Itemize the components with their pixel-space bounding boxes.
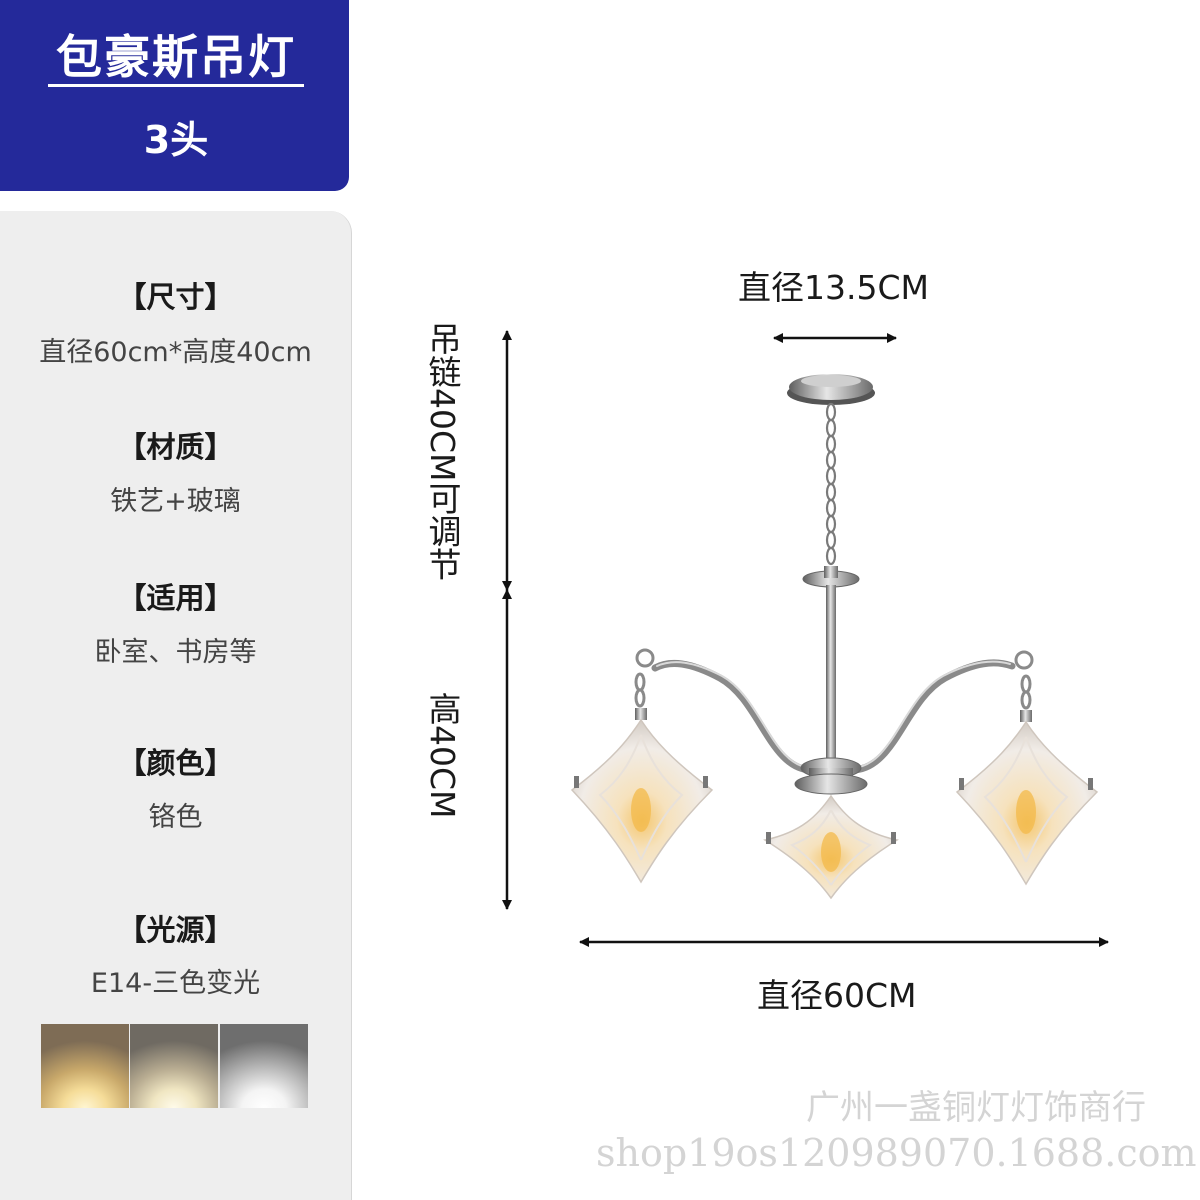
product-title: 包豪斯吊灯	[56, 30, 296, 84]
light-swatch-neutral	[130, 1024, 218, 1108]
dim-chain-length: 吊链40CM可调节	[423, 322, 462, 581]
spec-heading-light: 【光源】	[117, 913, 234, 947]
light-swatch-warm	[41, 1024, 129, 1108]
spec-heading-material: 【材质】	[117, 430, 234, 464]
spec-heading-usage: 【适用】	[117, 581, 234, 615]
watermark-url: shop19os120989070.1688.com	[596, 1131, 1197, 1175]
lamp-shade-left	[570, 708, 714, 884]
spec-value-usage: 卧室、书房等	[94, 637, 257, 668]
title-underline	[48, 84, 304, 87]
spec-heading-color: 【颜色】	[117, 746, 234, 780]
dim-overall-diameter: 直径60CM	[757, 976, 917, 1015]
dim-height: 高40CM	[423, 692, 462, 819]
dim-canopy-diameter: 直径13.5CM	[738, 268, 929, 307]
lamp-chain	[825, 402, 837, 566]
lamp-shade-center	[763, 794, 899, 900]
spec-value-material: 铁艺+玻璃	[110, 486, 241, 517]
lamp-arms	[651, 659, 1016, 774]
lamp-stem	[826, 585, 836, 765]
lamp-shade-right	[955, 710, 1099, 886]
lamp-stem-cup	[802, 566, 860, 588]
lamp-canopy	[787, 374, 875, 405]
watermark-shop-name: 广州一盏铜灯灯饰商行	[806, 1088, 1146, 1128]
head-count: 3头	[143, 118, 209, 162]
spec-heading-size: 【尺寸】	[117, 280, 234, 314]
spec-value-size: 直径60cm*高度40cm	[39, 337, 312, 368]
lamp-hub	[794, 757, 868, 795]
spec-value-color: 铬色	[148, 802, 203, 833]
header-panel	[0, 0, 349, 191]
spec-value-light: E14-三色变光	[90, 968, 261, 999]
light-swatch-cool	[220, 1024, 308, 1108]
